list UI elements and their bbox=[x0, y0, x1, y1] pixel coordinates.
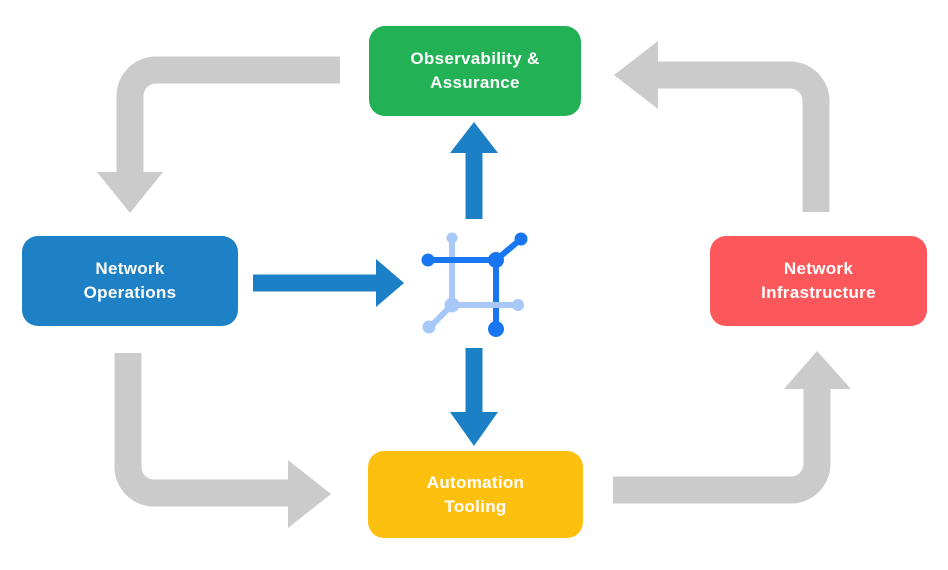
platform-icon-light-dots bbox=[422, 232, 524, 334]
node-observability-assurance: Observability & Assurance bbox=[369, 26, 581, 116]
node-network-infrastructure: Network Infrastructure bbox=[710, 236, 927, 326]
node-label-line: Observability & bbox=[410, 49, 540, 69]
node-network-operations: Network Operations bbox=[22, 236, 238, 326]
arrow-automation-to-infrastructure bbox=[613, 351, 851, 504]
node-label-line: Tooling bbox=[444, 496, 507, 516]
platform-icon-dark-dots bbox=[421, 232, 528, 337]
network-platform-icon bbox=[421, 232, 528, 337]
arrow-platform-to-observability bbox=[450, 122, 498, 219]
arrow-infrastructure-to-observability bbox=[614, 41, 830, 212]
platform-icon-light-lines-back bbox=[427, 235, 455, 330]
arrow-observability-to-operations bbox=[97, 56, 340, 213]
node-label-line: Network bbox=[95, 259, 165, 279]
node-label-line: Network bbox=[783, 259, 854, 279]
node-label-line: Automation bbox=[426, 472, 525, 492]
arrow-operations-to-platform bbox=[253, 259, 404, 307]
arrow-platform-to-automation bbox=[450, 348, 498, 446]
node-label-line: Operations bbox=[83, 283, 177, 302]
arrow-operations-to-automation bbox=[114, 353, 331, 528]
node-label-line: Assurance bbox=[430, 73, 520, 92]
node-label-line: Infrastructure bbox=[761, 283, 876, 302]
node-automation-tooling: Automation Tooling bbox=[368, 451, 583, 538]
